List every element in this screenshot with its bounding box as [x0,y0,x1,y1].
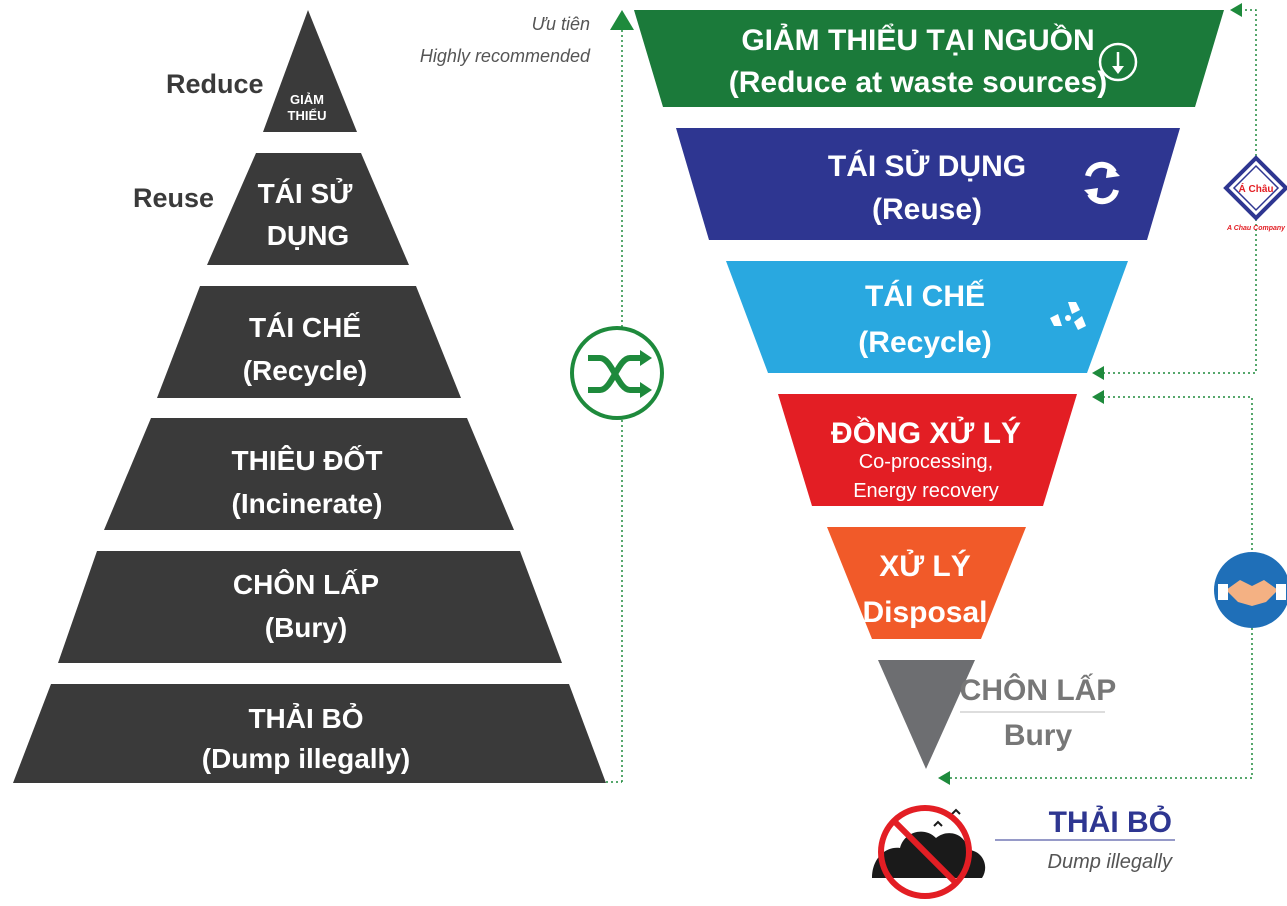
recycle-icon [1050,302,1086,330]
pyramid-tier4-line2: (Incinerate) [232,488,383,519]
funnel-tier4-line2: Co-processing, [859,451,994,473]
priority-label-vi: Ưu tiên [532,14,590,34]
pyramid-tier-dump [13,684,606,783]
funnel-tier4-line3: Energy recovery [853,480,999,502]
shuffle-icon [570,326,664,420]
pyramid-tier6-line1: THẢI BỎ [248,702,363,734]
return-arrow-upper [1103,9,1257,374]
funnel-tier3-line2: (Recycle) [858,326,991,359]
pyramid-tier-bury [58,551,562,663]
funnel-tier5-line1: XỬ LÝ [879,549,971,583]
side-label-reduce: Reduce [166,69,264,99]
priority-arrow-head [610,10,634,30]
funnel-tier1-line2: (Reduce at waste sources) [729,66,1107,99]
funnel-tier-reduce [634,10,1224,107]
funnel-tier-bury [878,660,975,769]
pyramid-tier-reduce [263,10,357,132]
pyramid-tier2-line2: DỤNG [267,220,349,251]
funnel-tier1-line1: GIẢM THIỂU TẠI NGUỒN [741,23,1094,57]
logo-text: Á Châu [1239,182,1274,195]
refresh-icon [1084,161,1120,205]
logo-company: A Chau Company [1226,225,1286,232]
dump-subtitle: Dump illegally [1048,851,1173,873]
pyramid-tier-reuse [207,153,409,265]
pyramid-tier2-line1: TÁI SỬ [258,177,354,209]
pyramid-tier1-line1: GIẢM [290,92,324,107]
funnel-tier6-line1: CHÔN LẤP [960,673,1117,707]
pyramid-tier3-line1: TÁI CHẾ [249,312,361,343]
pyramid-tier6-line2: (Dump illegally) [202,743,410,774]
funnel-tier3-line1: TÁI CHẾ [865,279,985,313]
pyramid-tier-recycle [157,286,461,398]
funnel-tier-recycle [726,261,1128,373]
arrow-down-circle-icon [1098,42,1138,82]
pyramid-tier5-line1: CHÔN LẤP [233,568,379,600]
funnel-tier5-line2: Disposal [862,596,987,629]
funnel-tier6-line2: Bury [1004,719,1073,752]
side-label-reuse: Reuse [133,183,214,213]
pyramid-tier1-line2: THIỂU [288,108,327,123]
funnel-tier-disposal [827,527,1026,639]
left-pyramid [13,10,606,783]
a-chau-logo: Á Châu A Chau Company [1223,155,1287,232]
pyramid-tier5-line2: (Bury) [265,612,347,643]
funnel-tier-coprocessing [778,394,1077,506]
no-dumping-icon [872,805,986,899]
dump-title: THẢI BỎ [1049,805,1172,839]
pyramid-tier3-line2: (Recycle) [243,355,368,386]
handshake-icon [1214,552,1287,628]
funnel-tier2-line2: (Reuse) [872,193,982,226]
priority-label-en: Highly recommended [420,46,591,66]
pyramid-tier-incinerate [104,418,514,530]
funnel-tier-reuse [676,128,1180,240]
funnel-tier4-line1: ĐỒNG XỬ LÝ [831,416,1021,450]
return-arrow-lower [950,396,1253,779]
pyramid-tier4-line1: THIÊU ĐỐT [232,444,383,476]
funnel-tier2-line1: TÁI SỬ DỤNG [828,149,1026,183]
